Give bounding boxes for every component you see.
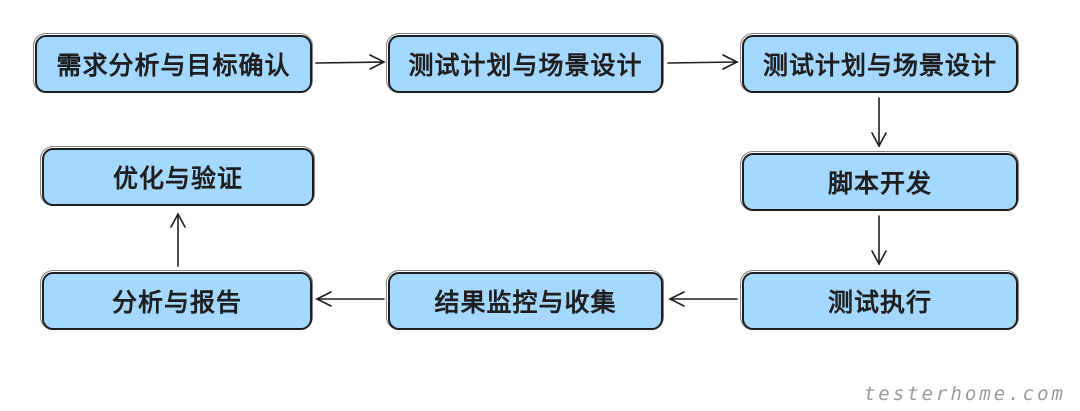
- arrow-down-1: [871, 97, 887, 148]
- step-label: 测试计划与场景设计: [408, 51, 643, 80]
- step-label: 结果监控与收集: [434, 288, 617, 317]
- step-optimize-verify: 优化与验证: [40, 146, 315, 206]
- arrow-left-2: [315, 291, 385, 307]
- step-label: 测试执行: [827, 288, 932, 317]
- step-requirements-analysis: 需求分析与目标确认: [33, 33, 313, 93]
- step-test-execution: 测试执行: [740, 270, 1019, 330]
- step-result-monitoring: 结果监控与收集: [386, 270, 664, 330]
- step-label: 测试计划与场景设计: [762, 51, 997, 80]
- arrow-down-2: [871, 215, 887, 266]
- step-label: 优化与验证: [112, 164, 243, 193]
- arrow-right-1: [315, 54, 386, 70]
- step-label: 分析与报告: [111, 288, 242, 317]
- arrow-left-1: [668, 291, 738, 307]
- arrow-right-2: [667, 54, 739, 70]
- step-label: 脚本开发: [827, 169, 932, 198]
- step-analysis-report: 分析与报告: [40, 270, 313, 330]
- arrow-up-1: [170, 212, 186, 267]
- step-test-plan-design: 测试计划与场景设计: [386, 33, 664, 93]
- watermark-text: testerhome.com: [863, 383, 1066, 405]
- step-label: 需求分析与目标确认: [56, 51, 291, 80]
